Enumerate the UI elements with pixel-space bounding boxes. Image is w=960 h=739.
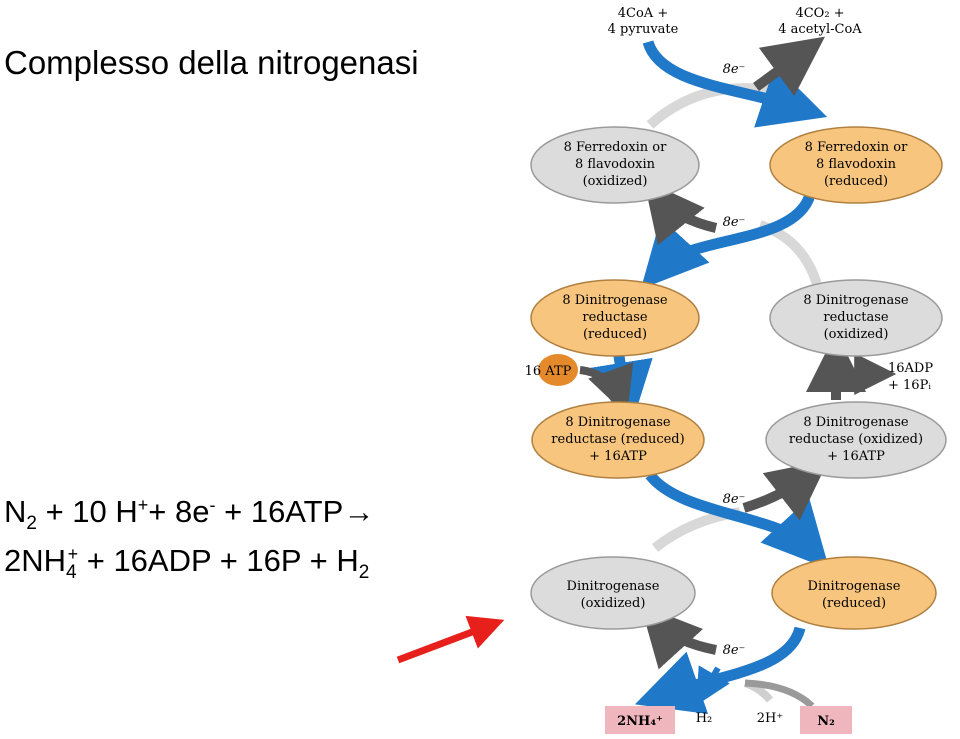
gray-arrow-atp-binding bbox=[579, 362, 634, 416]
eq-arrow: → bbox=[343, 494, 375, 529]
dinitrogen-label: N₂ bbox=[817, 714, 835, 729]
blue-arrow-reductase-to-dinitrogenase bbox=[645, 471, 830, 570]
node-reductase-oxidized-line2: reductase bbox=[823, 310, 889, 325]
dinitrogen-box bbox=[800, 706, 852, 734]
node-ferredoxin-oxidized-line1: 8 Ferredoxin or bbox=[564, 140, 667, 155]
reactants-line1: 4CoA + bbox=[618, 6, 668, 21]
node-ferredoxin-oxidized-line3: (oxidized) bbox=[583, 174, 648, 189]
eq-n-subscript: 2 bbox=[26, 513, 37, 534]
eq-products: + 16ADP + 16P + H bbox=[78, 543, 359, 578]
node-reductase-oxidized-atp: 8 Dinitrogenase reductase (oxidized) + 1… bbox=[765, 401, 947, 479]
eq-h2-subscript: 2 bbox=[358, 562, 370, 583]
adp-output-line1: 16ADP bbox=[888, 361, 933, 376]
atp-input-label: 16 ATP bbox=[525, 364, 572, 379]
eq-nh-subscript: 4 bbox=[66, 562, 77, 583]
atp-input: 16 ATP bbox=[525, 354, 578, 386]
eq-atp: + 16ATP bbox=[215, 494, 344, 529]
gray-arrow-dinitrogenase-oxidation bbox=[640, 604, 717, 670]
node-dinitrogenase-oxidized-line2: (oxidized) bbox=[581, 596, 646, 611]
node-dinitrogenase-reduced-line1: Dinitrogenase bbox=[808, 579, 901, 594]
eq-e-superscript: - bbox=[209, 495, 216, 515]
node-dinitrogenase-oxidized: Dinitrogenase (oxidized) bbox=[530, 556, 696, 630]
slide-title: Complesso della nitrogenasi bbox=[4, 44, 419, 81]
eq-n: N bbox=[4, 494, 27, 529]
gray-arrow-reductase-reoxidation bbox=[742, 460, 829, 521]
electrons-label-4: 8e⁻ bbox=[723, 643, 746, 658]
reactants-line2: 4 pyruvate bbox=[608, 22, 679, 37]
products-line2: 4 acetyl-CoA bbox=[778, 22, 862, 37]
eq-nh-superscript: + bbox=[67, 544, 79, 564]
node-reductase-oxidized-line3: (oxidized) bbox=[824, 327, 889, 342]
blue-arrow-hydrogen-release bbox=[696, 665, 730, 706]
protons-label: 2H⁺ bbox=[757, 711, 783, 726]
node-reductase-oxidized-atp-line2: reductase (oxidized) bbox=[789, 432, 923, 447]
node-dinitrogenase-oxidized-line1: Dinitrogenase bbox=[567, 579, 660, 594]
blue-arrow-ferredoxin-to-reductase bbox=[640, 192, 816, 290]
node-reductase-reduced-atp-line1: 8 Dinitrogenase bbox=[565, 415, 671, 430]
gray-arrow-adp-release bbox=[840, 353, 897, 396]
electrons-label-2: 8e⁻ bbox=[723, 215, 746, 230]
ammonium-label: 2NH₄⁺ bbox=[617, 714, 663, 729]
eq-8e: + 8e bbox=[148, 494, 210, 529]
equation-line-2: 2NH4+ + 16ADP + 16P + H2 bbox=[4, 545, 369, 582]
node-ferredoxin-reduced-line3: (reduced) bbox=[824, 174, 888, 189]
gray-arrow-co2-release bbox=[753, 36, 826, 97]
blue-arrow-dinitrogenase-to-products bbox=[634, 626, 806, 715]
adp-output-line2: + 16Pᵢ bbox=[888, 378, 931, 393]
node-ferredoxin-reduced-line2: 8 flavodoxin bbox=[816, 157, 897, 172]
gray-arrow-n2-binding bbox=[744, 679, 815, 709]
node-reductase-reduced-atp-line3: + 16ATP bbox=[589, 449, 647, 464]
node-dinitrogenase-reduced-line2: (reduced) bbox=[822, 596, 886, 611]
eq-h-superscript: + bbox=[137, 495, 149, 515]
eq-10h: + 10 H bbox=[36, 494, 138, 529]
red-pointer-arrow bbox=[396, 615, 505, 664]
gray-arrow-ferredoxin-oxidation bbox=[643, 179, 718, 246]
node-ferredoxin-oxidized-line2: 8 flavodoxin bbox=[575, 157, 656, 172]
equation-line-1: N2 + 10 H++ 8e- + 16ATP→ bbox=[4, 496, 374, 533]
eq-nh: 2NH bbox=[4, 543, 67, 578]
node-reductase-oxidized: 8 Dinitrogenase reductase (oxidized) bbox=[769, 279, 943, 357]
electrons-label-1: 8e⁻ bbox=[723, 62, 746, 77]
blue-arrow-pyruvate-to-ferredoxin bbox=[642, 40, 828, 128]
node-dinitrogenase-reduced: Dinitrogenase (reduced) bbox=[771, 556, 937, 630]
node-reductase-reduced-line3: (reduced) bbox=[583, 327, 647, 342]
node-ferredoxin-oxidized: 8 Ferredoxin or 8 flavodoxin (oxidized) bbox=[530, 126, 700, 204]
electrons-label-3: 8e⁻ bbox=[723, 492, 746, 507]
node-reductase-oxidized-atp-line3: + 16ATP bbox=[827, 449, 885, 464]
node-reductase-reduced-line1: 8 Dinitrogenase bbox=[562, 293, 668, 308]
node-reductase-oxidized-atp-line1: 8 Dinitrogenase bbox=[803, 415, 909, 430]
node-reductase-reduced-line2: reductase bbox=[582, 310, 648, 325]
node-reductase-reduced: 8 Dinitrogenase reductase (reduced) bbox=[530, 279, 700, 357]
ammonium-box bbox=[605, 706, 675, 734]
node-reductase-reduced-atp-line2: reductase (reduced) bbox=[551, 432, 684, 447]
node-reductase-oxidized-line1: 8 Dinitrogenase bbox=[803, 293, 909, 308]
products-line1: 4CO₂ + bbox=[795, 6, 844, 21]
hydrogen-label: H₂ bbox=[696, 711, 713, 726]
node-reductase-reduced-atp: 8 Dinitrogenase reductase (reduced) + 16… bbox=[531, 401, 705, 479]
node-ferredoxin-reduced-line1: 8 Ferredoxin or bbox=[805, 140, 908, 155]
node-ferredoxin-reduced: 8 Ferredoxin or 8 flavodoxin (reduced) bbox=[769, 126, 943, 204]
